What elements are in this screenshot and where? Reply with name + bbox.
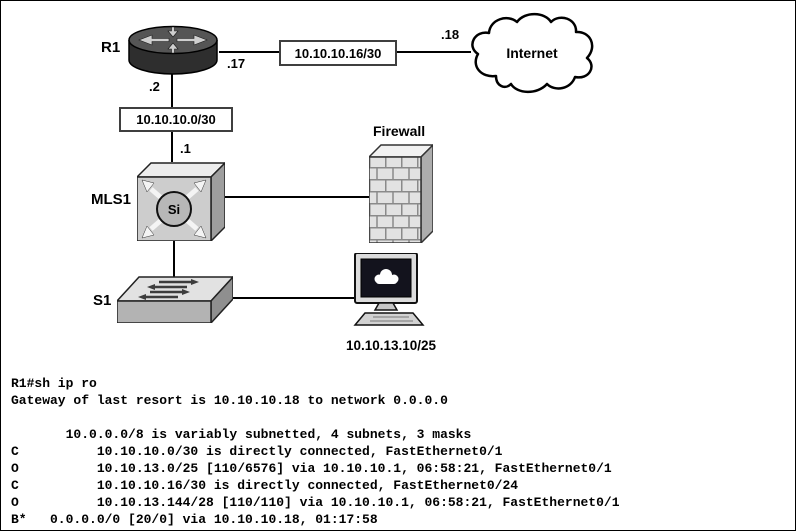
iface-r1-wan-label: .17 (227, 56, 246, 71)
router-r1-label: R1 (101, 39, 121, 56)
subnet-label-lan: 10.10.10.0/30 (119, 107, 233, 132)
mls1-label: MLS1 (91, 191, 132, 208)
screen-cloud-icon (374, 269, 399, 284)
host-ip-label: 10.10.13.10/25 (345, 338, 437, 353)
subnet-label-wan: 10.10.10.16/30 (279, 40, 397, 66)
link-s1-host (232, 297, 356, 299)
console-line: C 10.10.10.0/30 is directly connected, F… (11, 444, 503, 459)
console-line: Gateway of last resort is 10.10.10.18 to… (11, 393, 448, 408)
link-mls1-firewall (225, 196, 369, 198)
link-r1-lan-subnet (171, 73, 173, 107)
link-subnet-internet (397, 51, 471, 53)
internet-label: Internet (506, 45, 558, 61)
workstation-icon (353, 253, 425, 326)
firewall-icon (369, 143, 433, 243)
iface-r1-lan-label: .2 (149, 79, 160, 94)
link-mls1-s1 (173, 240, 175, 279)
console-line: O 10.10.13.144/28 [110/110] via 10.10.10… (11, 495, 620, 510)
router-icon (128, 25, 218, 75)
internet-cloud-icon (471, 12, 594, 94)
iface-internet-label: .18 (441, 27, 460, 42)
switch-icon (117, 275, 233, 323)
console-line (1, 409, 795, 426)
iface-mls1-label: .1 (180, 141, 191, 156)
link-subnet-mls1 (171, 131, 173, 162)
console-line: 10.0.0.0/8 is variably subnetted, 4 subn… (11, 427, 472, 442)
console-line: C 10.10.10.16/30 is directly connected, … (11, 478, 519, 493)
si-badge: Si (168, 202, 180, 217)
multilayer-switch-icon: Si (137, 161, 225, 241)
console-line: B* 0.0.0.0/0 [20/0] via 10.10.10.18, 01:… (11, 512, 378, 527)
console-line: O 10.10.13.0/25 [110/6576] via 10.10.10.… (11, 461, 612, 476)
cli-output: R1#sh ip ro Gateway of last resort is 10… (1, 375, 795, 528)
link-r1-wan-subnet (219, 51, 279, 53)
firewall-label: Firewall (373, 123, 426, 139)
console-line: R1#sh ip ro (11, 376, 97, 391)
s1-label: S1 (93, 292, 112, 309)
